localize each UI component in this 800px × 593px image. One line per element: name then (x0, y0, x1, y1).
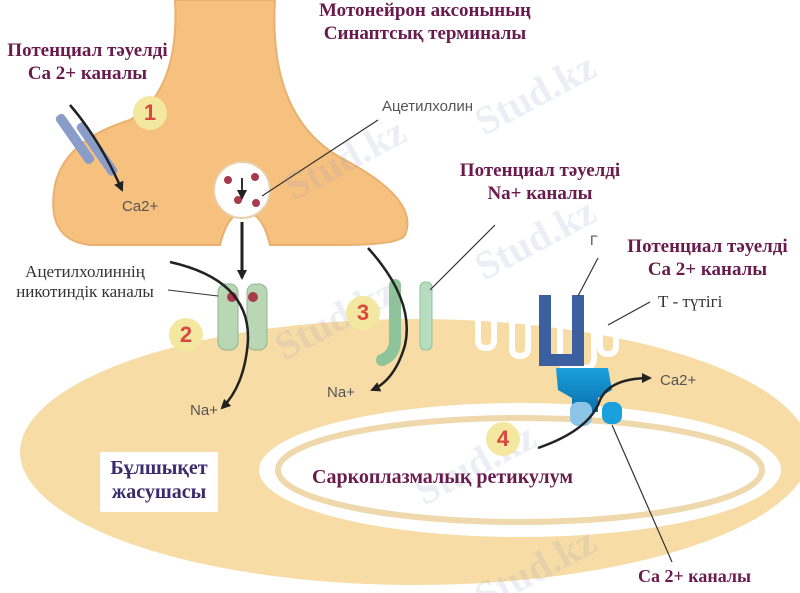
muscle-cell-label: Бұлшықет жасушасы (100, 456, 218, 504)
nicotinic-channel-label: Ацетилхолиннің никотиндік каналы (0, 262, 170, 303)
sarcoplasmic-reticulum-inner (275, 415, 765, 525)
sarcoplasmic-reticulum-label: Саркоплазмалық ретикулум (312, 466, 574, 488)
pointer-nicotinic (167, 289, 219, 297)
acetylcholine-label: Ацетилхолин (382, 98, 474, 115)
ryr-channel (556, 368, 612, 412)
muscle-cell-label-line1: Бұлшықет (110, 457, 208, 479)
ca-release-arrow (537, 373, 652, 450)
t-tubule-membrane (475, 318, 619, 371)
muscle-cell-label-line2: жасушасы (111, 481, 207, 503)
pointer-acetylcholine (261, 119, 379, 197)
ca-channel-top-label-line2: Ca 2+ каналы (27, 62, 148, 84)
terminal-label-line1: Мотонейрон аксонының (318, 0, 532, 21)
nicotinic-label-line1: Ацетилхолиннің (25, 262, 145, 281)
pointer-dhp (577, 257, 599, 297)
step-1-badge: 1 (133, 96, 167, 130)
t-mark-label: Г (590, 232, 598, 248)
bound-ach (248, 292, 258, 302)
na-channel-label-line1: Потенциал тәуелді (459, 160, 621, 181)
nicotinic-label-line2: никотиндік каналы (16, 282, 154, 302)
ach-molecule (224, 176, 232, 184)
terminal-label-line2: Синаптсық терминалы (323, 22, 527, 44)
pointer-t-tubule (607, 301, 651, 326)
pointer-ca-channel-bottom (611, 424, 673, 563)
ach-molecule (234, 196, 242, 204)
step-4-badge: 4 (486, 422, 520, 456)
ach-molecule (252, 199, 260, 207)
ca-channel-right-label-line1: Потенциал тәуелді (627, 236, 788, 257)
ca-channel-top-label-line1: Потенциал тәуелді (7, 40, 168, 61)
na-influx-arrow-nicotinic (169, 260, 250, 410)
ca-channel-right-label-line2: Ca 2+ каналы (647, 258, 768, 280)
ryr-channel-lower-left (570, 402, 592, 426)
step-2-badge: 2 (169, 318, 203, 352)
dhp-channel (539, 295, 584, 366)
t-tubule-label: Т - түтігі (658, 292, 723, 311)
step-3-badge: 3 (346, 296, 380, 330)
na-mid-label: Na+ (327, 384, 355, 401)
ach-molecule (251, 173, 259, 181)
ca-channel-right-label: Потенциал тәуелді Ca 2+ каналы (615, 236, 800, 282)
na-channel-label-line2: Na+ каналы (487, 182, 593, 204)
ca-channel-top-label: Потенциал тәуелді Ca 2+ каналы (0, 40, 175, 86)
terminal-label: Мотонейрон аксонының Синаптсық терминалы (300, 0, 550, 46)
ca-channel-top-left-part (55, 113, 95, 165)
na-channel-label: Потенциал тәуелді Na+ каналы (440, 160, 640, 206)
na-channel-left (376, 279, 401, 366)
ca2-right-label: Ca2+ (660, 372, 697, 389)
ryr-channel-lower-right (602, 402, 622, 424)
ca-channel-bottom-label: Ca 2+ каналы (638, 566, 752, 586)
na-left-label: Na+ (190, 402, 218, 419)
na-channel-right (419, 281, 433, 351)
ca-arrow-top (69, 104, 124, 192)
ca2-top-label: Ca2+ (122, 198, 159, 215)
muscle-cell-label-box (100, 452, 218, 512)
ca-channel-top-right-part (76, 122, 118, 176)
na-influx-arrow (367, 247, 409, 392)
pointer-na-channel (429, 224, 496, 291)
